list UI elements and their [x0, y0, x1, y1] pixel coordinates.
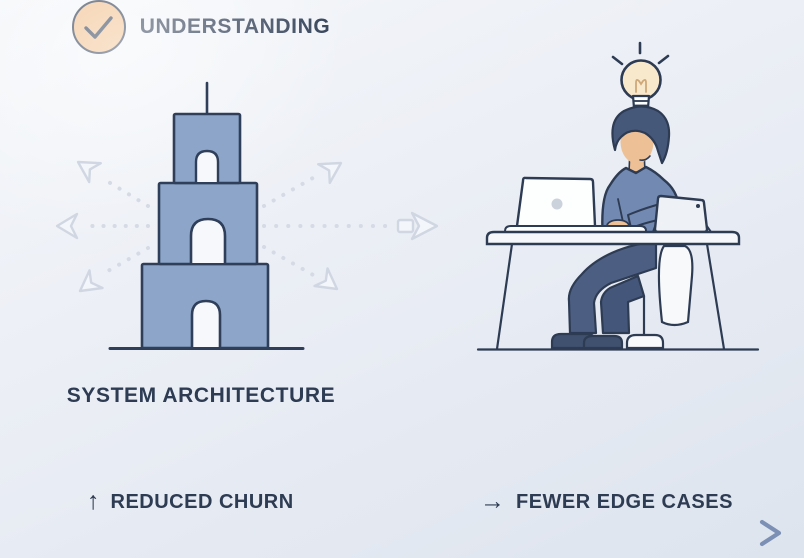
chair-base [625, 333, 665, 350]
arrow-right-icon: → [480, 487, 505, 515]
desk-top [485, 230, 741, 246]
dotted-line-lower-right [262, 245, 317, 278]
arrowhead-upper-left-icon [76, 160, 103, 184]
understanding-label-group: UNDERSTANDING [0, 0, 402, 54]
arrowhead-right-icon [410, 211, 439, 241]
reduced-churn-label: REDUCED CHURN [110, 491, 294, 513]
bulb-filament [635, 79, 647, 93]
dotted-line-lower-left [99, 246, 150, 277]
person-hair [611, 105, 671, 165]
lightbulb-rays [611, 41, 670, 66]
right-arrow-line [23, 519, 782, 547]
lightbulb-icon [611, 41, 670, 113]
understanding-illustration [476, 41, 760, 351]
desk-left-leg [495, 243, 514, 350]
arrow-tail-right [396, 218, 415, 234]
dotted-line-upper-right [262, 173, 320, 208]
system-architecture-label: SYSTEM ARCHITECTURE [66, 384, 336, 407]
tower-arch-middle [189, 217, 227, 263]
person-at-desk-icon [476, 105, 760, 351]
tablet-screen [653, 194, 709, 234]
tower-arch-top [194, 149, 220, 182]
system-architecture-illustration [55, 81, 439, 350]
tower-tier-top [172, 112, 242, 185]
desk-right-leg [705, 243, 726, 350]
fewer-edge-cases-label: FEWER EDGE CASES [516, 491, 733, 513]
arrowhead-lower-left-icon [78, 269, 104, 293]
arrowhead-left-icon [55, 212, 79, 240]
arrow-up-icon: ↑ [87, 487, 100, 515]
dotted-line-upper-left [100, 176, 150, 208]
person-back-shoe [582, 334, 624, 350]
arrowhead-lower-right-icon [313, 267, 339, 291]
arrowhead-upper-right-icon [317, 161, 343, 185]
check-icon [84, 15, 113, 39]
person-chin-line [639, 155, 651, 161]
tablet-camera [696, 204, 700, 208]
person-back-leg [599, 274, 646, 335]
radiating-dotted-arrows [84, 173, 396, 278]
understanding-label: UNDERSTANDING [139, 15, 331, 38]
laptop-logo [551, 198, 563, 210]
tower-icon [108, 81, 305, 350]
bulb-glass [620, 59, 662, 101]
pen [617, 198, 624, 223]
fewer-edge-cases-metric: → FEWER EDGE CASES [480, 487, 733, 515]
check-circle-icon [71, 0, 126, 54]
tower-arch-bottom [190, 299, 222, 347]
reduced-churn-metric: ↑ REDUCED CHURN [87, 487, 294, 515]
person-front-leg [567, 240, 658, 335]
axis-arrowhead-icon [759, 519, 782, 547]
arrowheads [55, 160, 439, 293]
chair-backrest [657, 244, 694, 327]
